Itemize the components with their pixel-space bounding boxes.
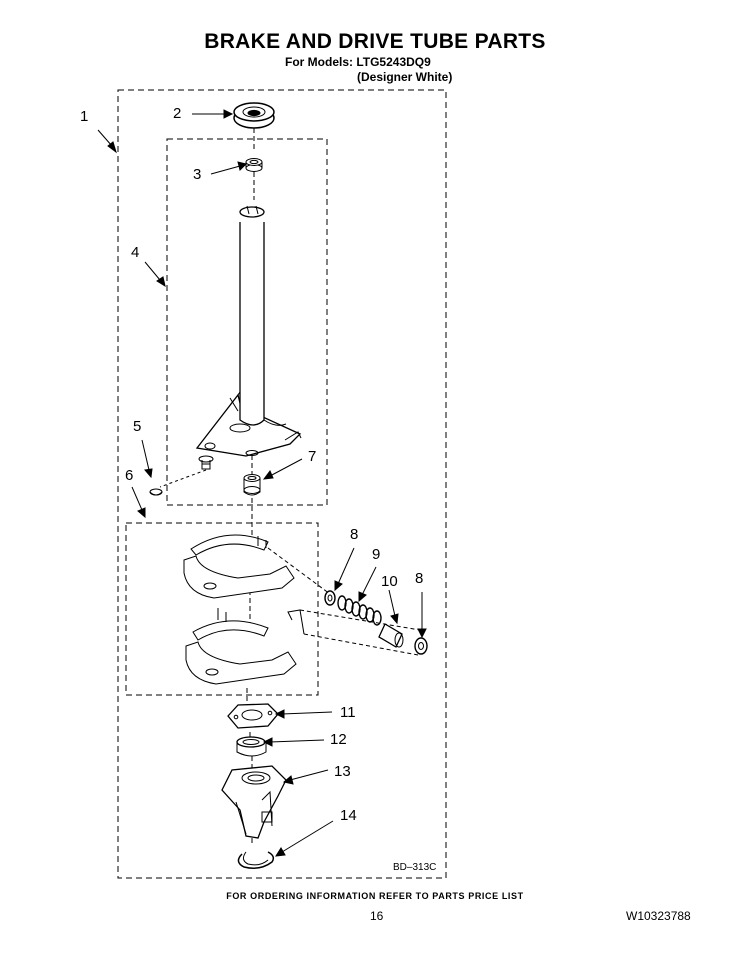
callout-12: 12 — [330, 731, 347, 748]
drawing-code: BD–313C — [393, 862, 437, 873]
part-2-seal — [233, 102, 275, 129]
models-line: For Models: LTG5243DQ9 — [285, 55, 431, 69]
part-8-cap-left — [324, 590, 336, 606]
page-number: 16 — [370, 909, 384, 923]
leader-3 — [210, 161, 247, 175]
callout-8-right: 8 — [415, 570, 424, 587]
part-5-screw — [149, 455, 214, 496]
part-3-bushing — [245, 158, 263, 172]
leader-2 — [192, 109, 234, 119]
leader-4 — [144, 261, 166, 288]
part-13-shifter — [221, 765, 287, 839]
document-id: W10323788 — [626, 909, 691, 923]
ordering-note: FOR ORDERING INFORMATION REFER TO PARTS … — [226, 891, 524, 901]
part-4-drive-tube — [195, 205, 302, 457]
callout-3: 3 — [193, 166, 202, 183]
assembly-6-box — [125, 522, 319, 696]
callout-14: 14 — [340, 807, 357, 824]
page-title: BRAKE AND DRIVE TUBE PARTS — [204, 30, 546, 53]
leader-9 — [358, 566, 377, 603]
assembly-4-box — [166, 138, 328, 506]
leader-11 — [274, 709, 333, 719]
leader-8b — [417, 592, 427, 639]
leader-12 — [262, 737, 325, 747]
part-10-plunger — [378, 623, 404, 648]
leader-14 — [275, 820, 334, 857]
callout-2: 2 — [173, 105, 182, 122]
callout-4: 4 — [131, 244, 140, 261]
leader-5 — [141, 439, 153, 479]
callout-10: 10 — [381, 573, 398, 590]
part-6-brake-shoes — [183, 534, 421, 685]
callout-11: 11 — [340, 704, 356, 721]
part-14-clip — [237, 851, 275, 869]
leader-6 — [131, 486, 146, 519]
leader-7 — [262, 458, 303, 480]
leader-8a — [334, 547, 355, 592]
part-7-bushing — [243, 474, 261, 496]
part-9-spring — [337, 595, 382, 626]
callout-7: 7 — [308, 448, 317, 465]
part-12-collar — [236, 736, 267, 757]
leader-10 — [388, 589, 399, 625]
part-11-plate — [227, 703, 279, 729]
callout-5: 5 — [133, 418, 142, 435]
callout-6: 6 — [125, 467, 134, 484]
leader-1 — [97, 129, 117, 154]
assembly-1-box — [117, 89, 447, 879]
callout-8: 8 — [350, 526, 359, 543]
callout-1: 1 — [80, 108, 89, 125]
color-line: (Designer White) — [357, 70, 453, 84]
callout-13: 13 — [334, 763, 351, 780]
callout-9: 9 — [372, 546, 381, 563]
part-8-cap-right — [414, 637, 428, 655]
leader-13 — [282, 769, 329, 785]
